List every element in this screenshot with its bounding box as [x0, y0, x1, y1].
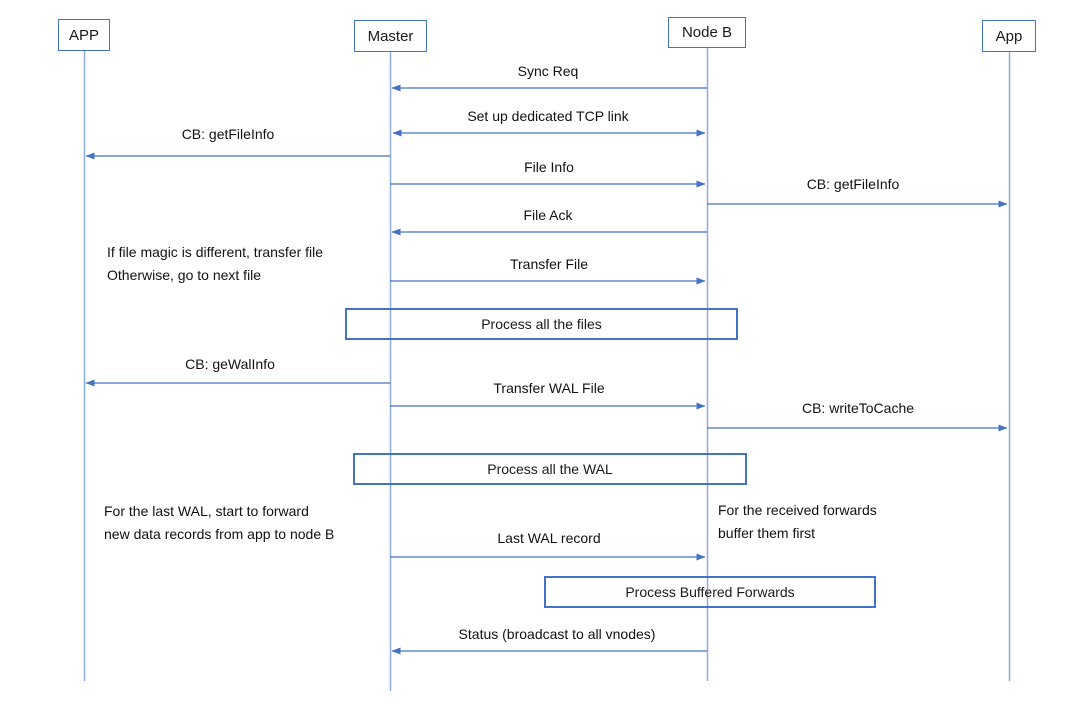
- actor-label: Node B: [681, 24, 733, 41]
- message-label-cb-gewalinfo: CB: geWalInfo: [185, 356, 275, 372]
- message-label-last-wal-record: Last WAL record: [497, 530, 601, 546]
- process-box-forwards: Process Buffered Forwards: [544, 576, 876, 608]
- message-label-cb-getfileinfo-app: CB: getFileInfo: [181, 126, 275, 142]
- note-last-wal-forward: For the last WAL, start to forward new d…: [104, 503, 335, 542]
- actor-app-right: App: [982, 20, 1036, 52]
- note-file-magic: If file magic is different, transfer fil…: [107, 244, 324, 283]
- process-box-label: Process Buffered Forwards: [625, 584, 795, 600]
- message-label-cb-writetocache: CB: writeToCache: [801, 400, 915, 416]
- actor-node-b: Node B: [668, 17, 746, 48]
- message-label-cb-getfileinfo-b: CB: getFileInfo: [806, 176, 900, 192]
- actor-label: Master: [367, 27, 414, 45]
- message-label-status-broadcast: Status (broadcast to all vnodes): [458, 626, 656, 642]
- message-label-tcp-link: Set up dedicated TCP link: [467, 108, 629, 124]
- message-label-transfer-wal-file: Transfer WAL File: [493, 380, 605, 396]
- message-label-transfer-file: Transfer File: [509, 256, 589, 272]
- note-received-forwards: For the received forwards buffer them fi…: [718, 502, 877, 541]
- actor-app-left: APP: [58, 19, 110, 51]
- actor-label: APP: [68, 26, 99, 44]
- actor-label: App: [995, 27, 1023, 45]
- message-label-file-info: File Info: [524, 159, 574, 175]
- message-label-file-ack: File Ack: [523, 207, 573, 223]
- process-box-label: Process all the WAL: [487, 461, 613, 477]
- process-box-wal: Process all the WAL: [353, 453, 747, 485]
- process-box-files: Process all the files: [345, 308, 738, 340]
- actor-master: Master: [354, 20, 427, 52]
- message-label-sync-req: Sync Req: [517, 63, 579, 79]
- process-box-label: Process all the files: [481, 316, 602, 332]
